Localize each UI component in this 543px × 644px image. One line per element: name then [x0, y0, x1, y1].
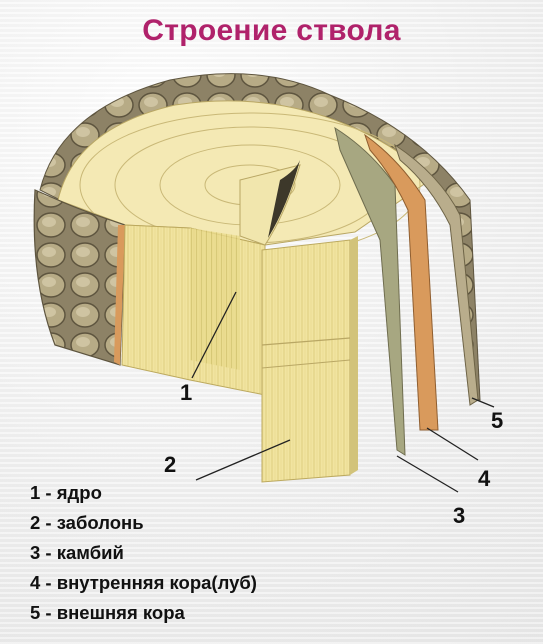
callout-1: 1 [180, 380, 192, 406]
callout-4: 4 [478, 466, 490, 492]
legend-item-outer-bark: 5 - внешняя кора [30, 598, 257, 628]
legend-item-sapwood: 2 - заболонь [30, 508, 257, 538]
legend-item-heartwood: 1 - ядро [30, 478, 257, 508]
legend-item-cambium: 3 - камбий [30, 538, 257, 568]
callout-5: 5 [491, 408, 503, 434]
callout-2: 2 [164, 452, 176, 478]
legend-item-inner-bark: 4 - внутренняя кора(луб) [30, 568, 257, 598]
block-side [350, 236, 358, 475]
legend: 1 - ядро 2 - заболонь 3 - камбий 4 - вну… [30, 478, 257, 628]
callout-3: 3 [453, 503, 465, 529]
